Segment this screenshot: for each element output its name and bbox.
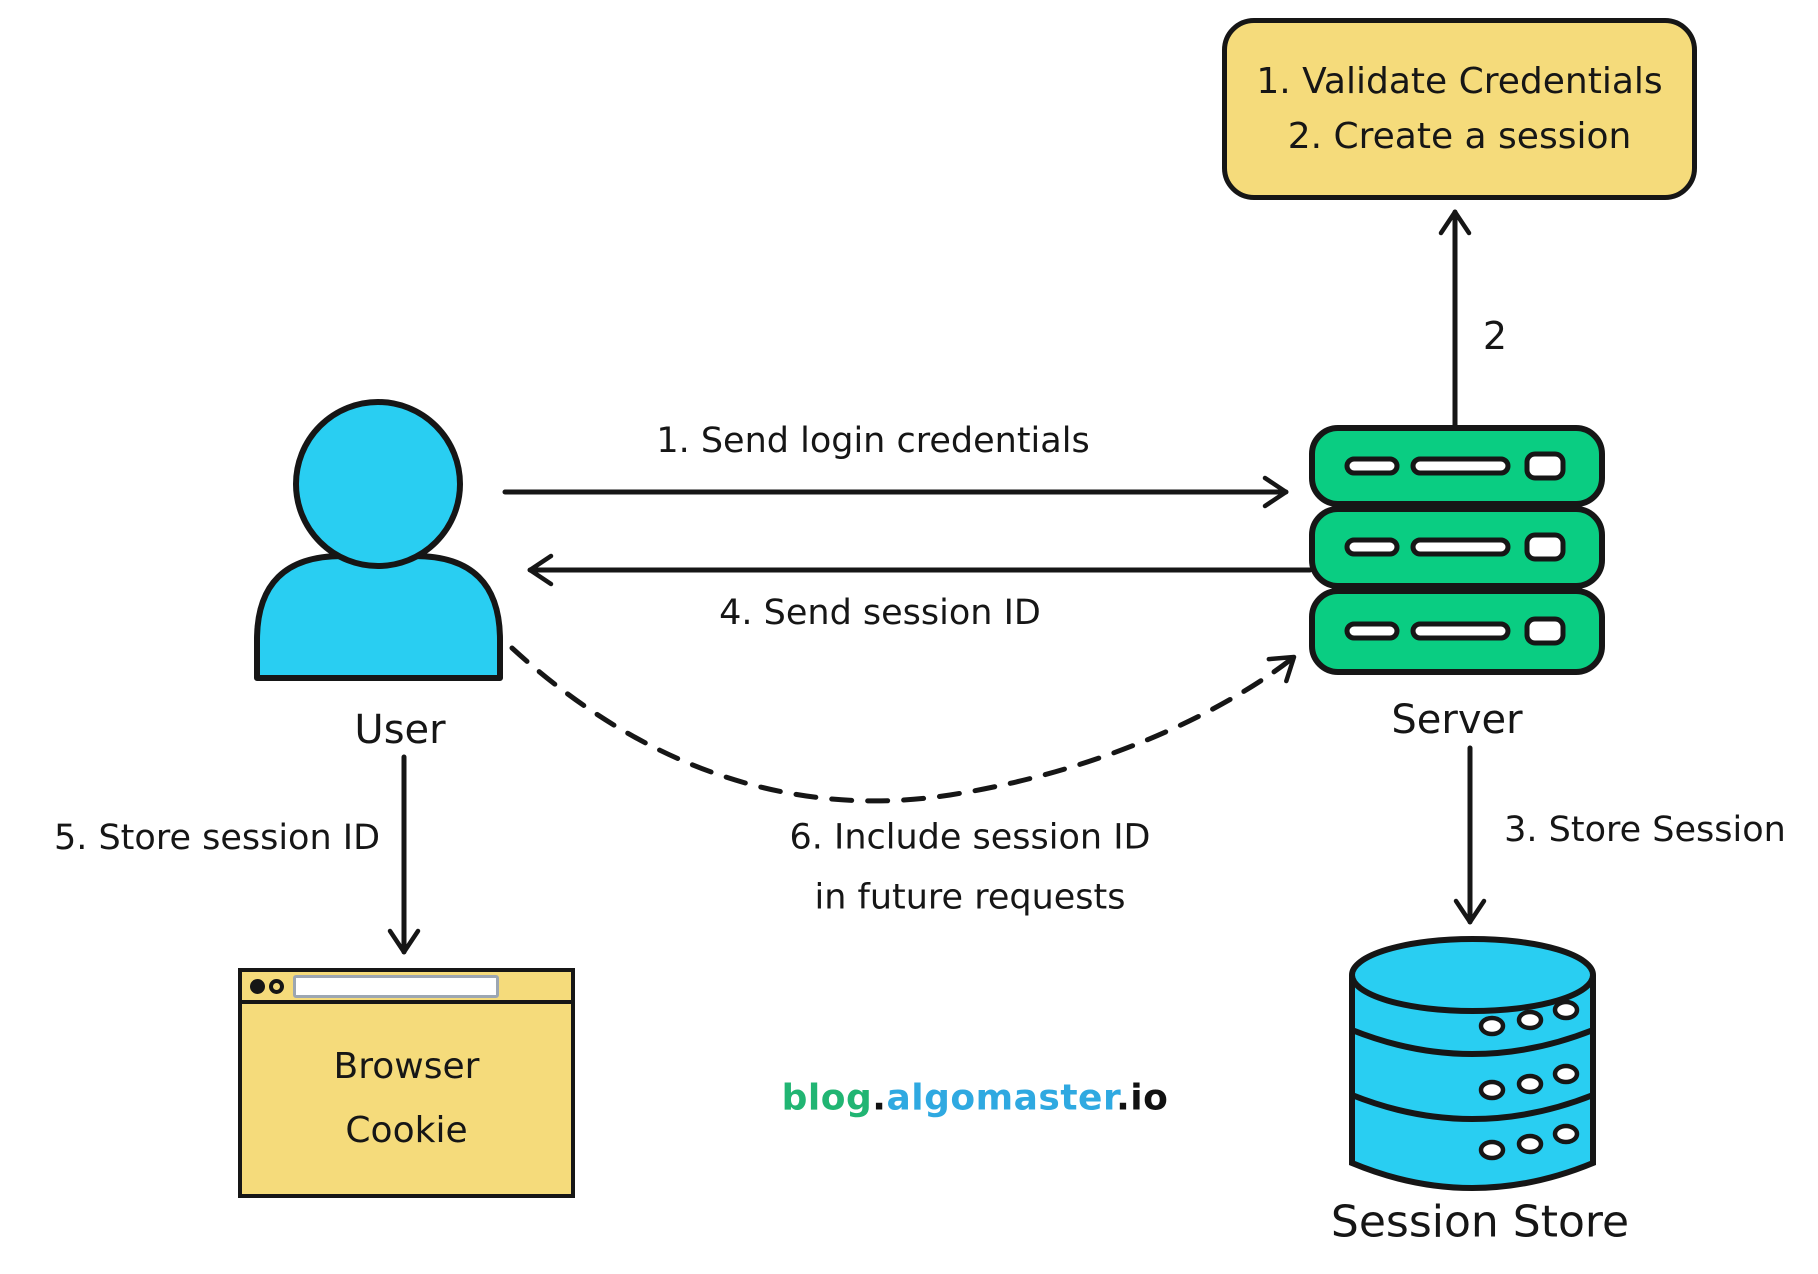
browser-cookie-line-2: Cookie bbox=[345, 1110, 468, 1151]
validate-credentials-note: 1. Validate Credentials 2. Create a sess… bbox=[1222, 18, 1697, 200]
footer-dot-2: . bbox=[1116, 1077, 1131, 1119]
footer-blog: blog bbox=[781, 1077, 873, 1119]
footer-algomaster: algomaster bbox=[886, 1077, 1117, 1119]
browser-button-outline-icon bbox=[269, 978, 284, 994]
browser-button-icon bbox=[250, 978, 265, 994]
database-icon bbox=[1349, 936, 1596, 1191]
browser-address-bar bbox=[293, 974, 499, 998]
arrow-include-session-id bbox=[509, 645, 1297, 804]
browser-cookie-line-1: Browser bbox=[333, 1046, 480, 1087]
include-session-id-line-1: 6. Include session ID bbox=[789, 817, 1151, 858]
server-icon bbox=[1309, 425, 1605, 675]
blog-algomaster-branding: blog.algomaster.io bbox=[782, 1078, 1169, 1119]
footer-io: io bbox=[1130, 1077, 1169, 1119]
browser-cookie-node: Browser Cookie bbox=[238, 968, 575, 1198]
server-label: Server bbox=[1391, 697, 1523, 743]
browser-titlebar bbox=[242, 972, 571, 1004]
create-session-number-label: 2 bbox=[1482, 314, 1508, 358]
browser-cookie-label: Browser Cookie bbox=[242, 1004, 571, 1194]
send-login-label: 1. Send login credentials bbox=[656, 421, 1090, 461]
store-session-label: 3. Store Session bbox=[1504, 810, 1786, 850]
note-line-1: 1. Validate Credentials bbox=[1256, 61, 1663, 102]
user-label: User bbox=[354, 707, 446, 753]
include-session-id-line-2: in future requests bbox=[814, 877, 1126, 917]
note-line-2: 2. Create a session bbox=[1287, 116, 1632, 157]
include-session-id-label: 6. Include session ID in future requests bbox=[789, 809, 1150, 928]
store-session-id-label: 5. Store session ID bbox=[53, 818, 381, 858]
send-session-id-label: 4. Send session ID bbox=[719, 593, 1041, 633]
user-icon bbox=[254, 399, 503, 681]
footer-dot-1: . bbox=[872, 1077, 887, 1119]
session-store-label: Session Store bbox=[1330, 1196, 1630, 1248]
